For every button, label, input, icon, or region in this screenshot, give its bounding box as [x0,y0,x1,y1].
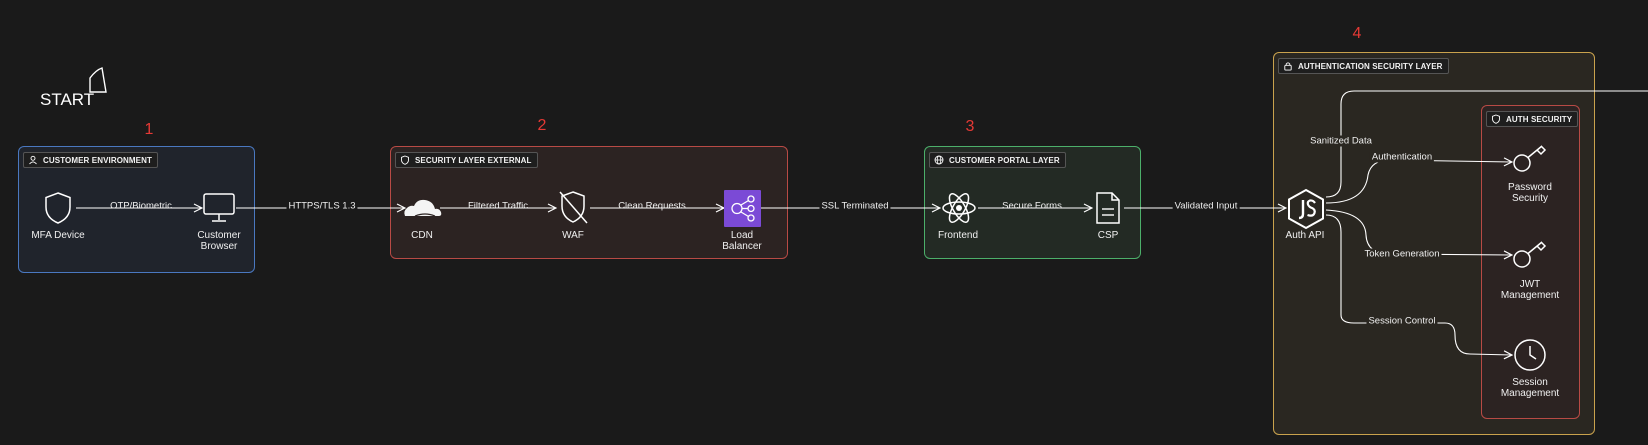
globe-icon [934,155,944,165]
security-layer-external-label: SECURITY LAYER EXTERNAL [395,152,538,168]
load-balancer-icon[interactable] [724,190,761,227]
waf-shield-off-icon[interactable] [556,189,590,225]
edge-label-clean: Clean Requests [618,200,686,212]
group-title: CUSTOMER PORTAL LAYER [949,155,1060,165]
edge-label-https: HTTPS/TLS 1.3 [286,200,358,212]
edge-label-otp: OTP/Biometric [110,200,172,212]
customer-portal-layer-label: CUSTOMER PORTAL LAYER [929,152,1066,168]
user-icon [29,155,37,165]
jwt-key-icon[interactable] [1512,240,1548,270]
authentication-security-layer-label: AUTHENTICATION SECURITY LAYER [1278,58,1449,74]
browser-monitor-icon[interactable] [202,192,236,224]
node-label-lb: Load Balancer [722,230,762,252]
edge-label-filtered: Filtered Traffic [467,200,529,212]
cdn-cloudflare-icon[interactable] [401,195,443,219]
node-label-browser: Customer Browser [197,230,241,252]
edge-label-ssl: SSL Terminated [819,200,891,212]
edge-label-validated: Validated Input [1172,200,1240,212]
csp-document-icon[interactable] [1093,190,1123,226]
node-label-session: Session Management [1500,377,1560,399]
group-title: CUSTOMER ENVIRONMENT [43,155,152,165]
group-title: AUTHENTICATION SECURITY LAYER [1298,61,1443,71]
step-number-1: 1 [144,121,154,138]
password-key-icon[interactable] [1512,144,1548,174]
step-number-4: 4 [1352,25,1362,42]
customer-environment-label: CUSTOMER ENVIRONMENT [23,152,158,168]
mfa-shield-icon[interactable] [43,191,73,225]
node-label-authapi: Auth API [1285,230,1325,241]
node-label-waf: WAF [562,230,584,241]
auth-security-group[interactable] [1481,105,1580,419]
shield-icon [1492,114,1500,124]
frontend-react-icon[interactable] [940,190,978,226]
session-clock-icon[interactable] [1512,337,1548,373]
start-label: START [40,90,95,109]
shield-icon [401,155,409,165]
edge-label-session: Session Control [1366,315,1438,327]
node-label-cdn: CDN [411,230,433,241]
auth-security-label: AUTH SECURITY [1486,111,1579,127]
step-number-3: 3 [965,118,975,135]
edge-label-forms: Secure Forms [1002,200,1062,212]
edge-sanitized [1325,90,1648,198]
node-label-password: Password Security [1508,182,1552,204]
edge-label-authentication: Authentication [1369,151,1435,163]
lock-icon [1284,62,1292,71]
step-number-2: 2 [537,117,547,134]
group-title: AUTH SECURITY [1506,114,1573,124]
node-label-jwt: JWT Management [1500,279,1560,301]
edge-label-sanitized: Sanitized Data [1308,135,1374,147]
group-title: SECURITY LAYER EXTERNAL [415,155,532,165]
edge-label-token: Token Generation [1362,248,1442,260]
start-sketch-icon [89,67,107,93]
authapi-nodejs-icon[interactable] [1286,188,1326,230]
node-label-mfa: MFA Device [31,230,85,241]
node-label-frontend: Frontend [937,230,979,241]
node-label-csp: CSP [1097,230,1119,241]
